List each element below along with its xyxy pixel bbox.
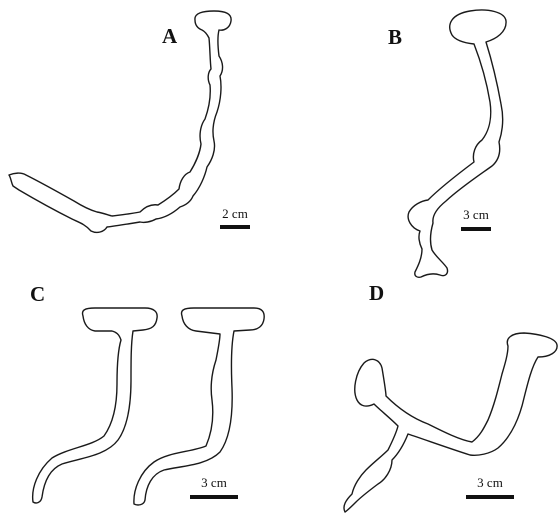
- panel-b-label: B: [388, 25, 402, 49]
- panel-d-scale-label: 3 cm: [477, 475, 503, 490]
- panel-d-label: D: [369, 281, 384, 305]
- panel-b: B 3 cm: [388, 10, 506, 277]
- panel-d: D 3 cm: [344, 281, 557, 512]
- panel-c-left-specimen-outline: [33, 308, 157, 503]
- panel-d-specimen-outline: [344, 333, 557, 512]
- panel-c: C 3 cm: [30, 282, 264, 505]
- panel-b-scale-label: 3 cm: [463, 207, 489, 222]
- panel-c-scale-bar: [190, 495, 238, 499]
- panel-c-label: C: [30, 282, 45, 306]
- panel-c-right-specimen-outline: [134, 308, 264, 505]
- panel-a-scale-label: 2 cm: [222, 206, 248, 221]
- panel-b-scale-bar: [461, 227, 491, 231]
- panel-b-specimen-outline: [408, 10, 506, 277]
- panel-a-scale-bar: [220, 225, 250, 229]
- panel-a: A 2 cm: [9, 11, 250, 232]
- panel-a-specimen-outline: [9, 11, 231, 232]
- panel-c-scale-label: 3 cm: [201, 475, 227, 490]
- panel-d-scale-bar: [466, 495, 514, 499]
- panel-a-label: A: [162, 24, 178, 48]
